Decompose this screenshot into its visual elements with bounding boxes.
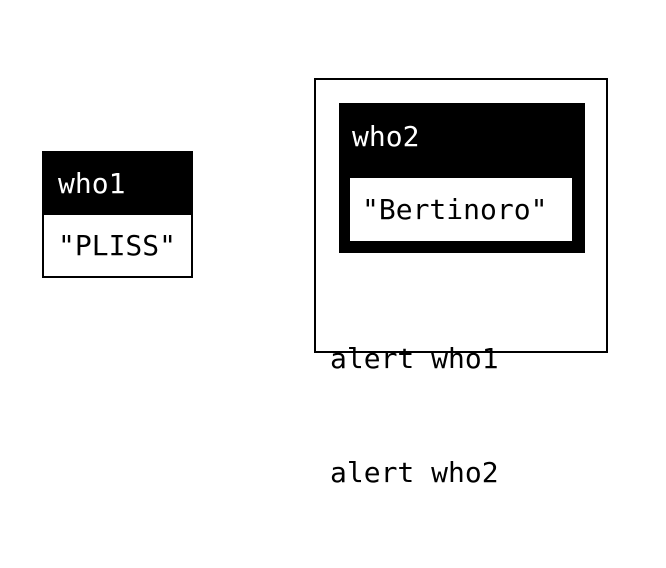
- code-line-alert-who2: alert who2: [330, 456, 499, 489]
- who2-value: "Bertinoro": [350, 178, 572, 241]
- code-block: alert who1 alert who2: [330, 264, 499, 568]
- code-line-alert-who1: alert who1: [330, 342, 499, 375]
- who1-label: who1: [44, 153, 191, 215]
- environment-box: who2 "Bertinoro" alert who1 alert who2: [314, 78, 608, 489]
- who2-label: who2: [352, 120, 420, 153]
- who1-variable-box: who1 "PLISS": [42, 151, 193, 278]
- who2-variable-box: who2 "Bertinoro": [339, 103, 585, 253]
- who1-value: "PLISS": [58, 229, 177, 262]
